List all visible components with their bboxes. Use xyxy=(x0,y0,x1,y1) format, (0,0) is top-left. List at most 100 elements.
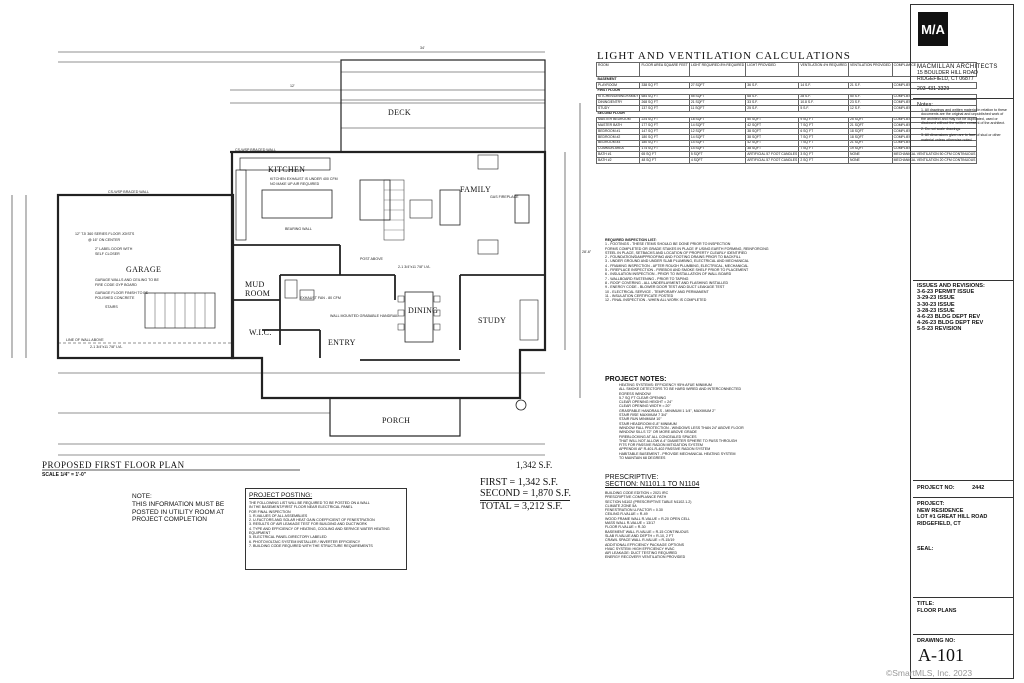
title-block xyxy=(910,4,1014,679)
table-cell: 5 S.F. xyxy=(798,105,849,112)
prescriptive-line: FENESTRATION U-FACTOR = 0.30 xyxy=(605,508,663,513)
table-section-label: BASEMENT xyxy=(596,76,977,83)
prescriptive-line: WOOD FRAME WALL R-VALUE = R-20 OPEN CELL xyxy=(605,516,691,521)
project-note-line: CLEAR OPENING HEIGHT = 24" xyxy=(619,400,673,405)
table-cell: 25 S.F. xyxy=(745,105,800,112)
project-note-line: STAIR HEADROOM 6'-8" MINIMUM xyxy=(619,421,677,426)
area-second: SECOND = 1,870 S.F. xyxy=(480,488,571,499)
prescriptive-line: PRESCRIPTIVE COMPLIANCE PATH xyxy=(605,495,667,500)
project-note-line: CLEAR OPENING WIDTH = 20" xyxy=(619,404,671,409)
table-cell: MASTER BEDROOM xyxy=(595,116,641,124)
table-cell: BATH #2 xyxy=(595,157,641,164)
project-line: RIDGEFIELD, CT xyxy=(917,520,961,527)
project-note-line: APPENDIX AF R-401-R-402 PASSIVE RADON SY… xyxy=(619,447,711,452)
inspection-line: 9 - ENERGY CODE - BLOWER DOOR TEST AND D… xyxy=(605,285,725,290)
room-family: FAMILY xyxy=(460,185,492,194)
dim-side: 28'-6" xyxy=(582,250,592,254)
room-entry: ENTRY xyxy=(328,338,356,347)
kitchen-exhaust-note-2: NO MAKE UP AIR REQUIRED xyxy=(270,182,320,186)
prescriptive-line: HVAC SYSTEM: HIGH EFFICIENCY HVAC xyxy=(605,546,675,551)
posting-line: 4. TYPE AND EFFICIENCY OF HEATING, COOLI… xyxy=(249,526,390,536)
garage-note-1: GARAGE WALLS AND CEILING TO BE xyxy=(95,278,159,282)
table-cell: NONE xyxy=(848,157,893,164)
table-header-cell: LIGHT PROVIDED xyxy=(745,61,800,78)
garage-note-3: GARAGE FLOOR FINISH TO BE xyxy=(95,291,149,295)
project-line: LOT #1 GREAT HILL ROAD xyxy=(917,514,988,520)
prescriptive-line: ADDITIONAL EFFICIENCY PACKAGE OPTIONS xyxy=(605,542,685,547)
posting-line: 1. R-VALUES OF ALL ASSEMBLIES xyxy=(249,513,308,518)
table-cell: 36 S.F. xyxy=(745,81,800,89)
inspection-line: 5 - FIREPLACE INSPECTION - FIREBOX AND S… xyxy=(605,268,749,273)
project-note-line: 5.7 SQ FT CLEAR OPENING xyxy=(619,395,667,400)
notes-heading: Notes: xyxy=(917,102,933,108)
note-item: 1. All drawings and written material in … xyxy=(921,108,1007,125)
project-posting-heading: PROJECT POSTING: xyxy=(249,492,313,499)
inspection-line: 4 - FRAMING INSPECTION - AFTER ROUGH PLU… xyxy=(605,263,749,268)
table-cell: 55 SQFT xyxy=(688,93,747,101)
table-cell: 48 SQ FT xyxy=(639,157,690,164)
table-section-row: SECOND FLOOR xyxy=(596,110,977,118)
project-note-line: TO MAINTAIN 68 DEGREES xyxy=(619,456,666,461)
project-note-line: FIREBLOCKING AT ALL CONCEALED SPACES xyxy=(619,434,697,439)
inspection-line: 1 - FOOTINGS - THESE ITEMS SHOULD BE DON… xyxy=(605,242,731,247)
table-cell: 2 SQ FT xyxy=(798,157,849,164)
posting-line: THE FOLLOWING LIST WILL BE REQUIRED TO B… xyxy=(249,501,370,505)
note-box: NOTE: THIS INFORMATION MUST BE POSTED IN… xyxy=(132,493,224,524)
room-mud-2: ROOM xyxy=(245,289,271,298)
plan-scale: SCALE 1/4" = 1'-0" xyxy=(42,472,87,478)
light-vent-title: LIGHT AND VENTILATION CALCULATIONS xyxy=(597,50,851,62)
handrail-label: WALL MOUNTED GRABABLE HANDRAIL xyxy=(330,314,399,318)
inspection-list: REQUIRED INSPECTION LIST: 1 - FOOTINGS -… xyxy=(605,238,785,302)
table-cell: PLAYROOM xyxy=(595,81,641,89)
notes-divider xyxy=(913,98,1013,99)
revision-item: 3-28-23 ISSUE xyxy=(917,307,955,314)
inspection-line: 3 - UNDER GROUND AND UNDER SLAB PLUMBING… xyxy=(605,259,750,264)
note-item: 2. Do not scale drawings xyxy=(921,127,961,132)
project-note-line: EGRESS WINDOW xyxy=(619,391,651,396)
table-cell: STUDY xyxy=(595,105,641,112)
note-line: THIS INFORMATION MUST BE xyxy=(132,500,225,508)
table-cell: 4 SQFT xyxy=(688,157,747,164)
table-header-cell: LIGHT REQUIRED 8% REQUIRED xyxy=(688,61,747,78)
plan-area: 1,342 S.F. xyxy=(516,460,553,470)
door-label: 2" LABEL DOOR WITH xyxy=(95,247,133,251)
inspection-line: 10 - ELECTRICAL SERVICE - TEMPORARY AND … xyxy=(605,289,709,294)
project-no: PROJECT NO: 2442 xyxy=(917,485,984,491)
table-cell: 21 SQFT xyxy=(688,99,747,107)
prescriptive-line: MASS WALL R-VALUE = 13/17 xyxy=(605,521,656,526)
braced-wall-label-2: CS-WSP BRACED WALL xyxy=(108,190,149,194)
notes-section: Notes: 1. All drawings and written mater… xyxy=(917,102,1009,144)
firm-info: MACMILLAN ARCHITECTS 15 BOULDER HILL ROA… xyxy=(917,64,998,92)
area-first: FIRST = 1,342 S.F. xyxy=(480,477,559,488)
table-cell: COMPLIES xyxy=(891,93,978,101)
revisions-heading: ISSUES AND REVISIONS: xyxy=(917,283,985,289)
project-note-line: HABITABLE BASEMENT - PROVIDE MECHANICAL … xyxy=(619,451,736,456)
wall-above-label: LINE OF WALL ABOVE xyxy=(66,338,104,342)
prescriptive-line: CLIMATE ZONE 5A xyxy=(605,503,637,508)
revisions-section: ISSUES AND REVISIONS: 3-6-23 PERMIT ISSU… xyxy=(917,283,985,333)
title-value: FLOOR PLANS xyxy=(917,608,957,614)
firm-logo: M/A xyxy=(918,12,948,46)
stairs-label: STAIRS xyxy=(105,305,118,309)
table-header-cell: VENTILATION PROVIDED xyxy=(848,61,893,78)
table-header-cell: COMPLIANCE xyxy=(891,61,978,78)
prescriptive-line: ENERGY RECOVERY VENTILATION PROVIDED xyxy=(605,555,686,560)
firm-address-1: 15 BOULDER HILL ROAD xyxy=(917,70,978,77)
joists-label-2: @ 16" ON CENTER xyxy=(88,238,121,242)
room-study: STUDY xyxy=(478,316,507,325)
prescriptive: PRESCRIPTIVE: SECTION: N1101.1 TO N1104 … xyxy=(605,474,785,560)
table-cell: 27 SQFT xyxy=(688,81,747,89)
garage-note-4: POLISHED CONCRETE xyxy=(95,296,135,300)
drawing-no-value: A-101 xyxy=(918,645,964,665)
firm-logo-text: M/A xyxy=(921,21,945,37)
project-no-value: 2442 xyxy=(972,485,985,491)
room-mud: MUD xyxy=(245,280,265,289)
firm-address-2: RIDGEFIELD, CT 06877 xyxy=(917,76,974,83)
posting-line: 3. RESULTS OF AIR LEAKAGE TEST FOR BUILD… xyxy=(249,522,368,527)
dim-mid: 12' xyxy=(290,84,295,88)
project-posting: PROJECT POSTING: THE FOLLOWING LIST WILL… xyxy=(245,488,407,570)
